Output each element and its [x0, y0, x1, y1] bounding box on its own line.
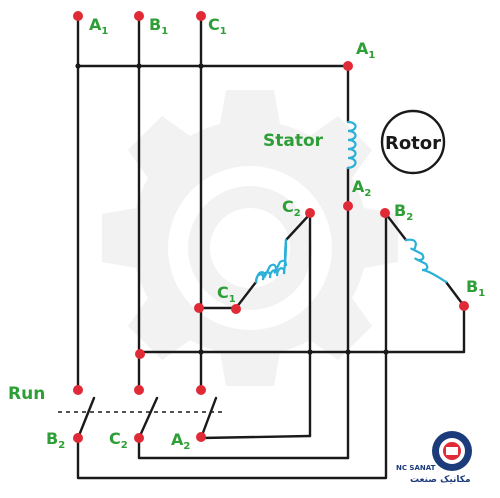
terminal-top-a1 [73, 11, 83, 21]
coil-c [254, 238, 288, 284]
coil-c-loops [254, 238, 288, 284]
terminal-stator-c2 [305, 208, 315, 218]
terminal-switch-bot-b2 [73, 433, 83, 443]
terminal-stator-b1 [459, 301, 469, 311]
wire-return-c2 [137, 436, 350, 460]
label-stator-c2: C2 [282, 197, 301, 219]
logo-text-fa: مکانیک صنعت [410, 475, 471, 485]
terminal-top-c1 [196, 11, 206, 21]
label-switch-c2: C2 [109, 429, 128, 451]
brand-logo: NC SANAT مکانیک صنعت [396, 431, 472, 485]
junction-top-a [75, 63, 81, 69]
junction-mid-a [345, 349, 351, 355]
terminal-stator-b2 [380, 208, 390, 218]
wire-return-b2 [76, 350, 388, 480]
wire-return-a2 [199, 434, 312, 440]
junctions [75, 63, 389, 355]
logo-text-en: NC SANAT [396, 464, 436, 472]
coil-a [346, 120, 357, 170]
terminal-stator-a2 [343, 201, 353, 211]
rotor-circle [380, 109, 446, 175]
junction-mid-c2 [307, 349, 313, 355]
wire-b2-diag-upper [384, 212, 408, 242]
terminal-stator-c1 [231, 304, 241, 314]
label-top-b: B1 [149, 15, 168, 37]
label-stator-a2: A2 [352, 177, 371, 199]
label-stator-a1: A1 [356, 39, 375, 61]
switch-blade-b [137, 396, 159, 440]
terminal-switch-top-c [196, 385, 206, 395]
switch-blade-a [76, 396, 96, 440]
terminals [73, 11, 469, 443]
label-top-c: C1 [208, 15, 227, 37]
terminal-top-b1 [134, 11, 144, 21]
terminal-switch-bot-a2 [196, 432, 206, 442]
junction-top-c [198, 63, 204, 69]
terminal-mid-b [135, 349, 145, 359]
label-top-a: A1 [89, 15, 108, 37]
label-stator-b1: B1 [466, 277, 485, 299]
run-label: Run [8, 384, 45, 404]
terminal-switch-bot-c2 [134, 433, 144, 443]
stator-label: Stator [263, 131, 324, 151]
coils [254, 120, 448, 284]
junction-mid-c [198, 349, 204, 355]
labels: A1 B1 C1 A1 A2 B2 B1 C2 C1 Stator Run B2… [8, 15, 485, 452]
label-switch-b2: B2 [46, 429, 65, 451]
coil-b [404, 238, 448, 284]
rotor-label: Rotor [385, 133, 441, 154]
junction-mid-b2 [383, 349, 389, 355]
wire-c2-diag [284, 212, 312, 242]
label-stator-b2: B2 [394, 201, 413, 223]
label-stator-c1: C1 [217, 283, 236, 305]
watermark-gear [102, 90, 398, 386]
switch-blade-c [199, 396, 218, 440]
wire-c1-diag [234, 280, 258, 310]
terminal-stator-c1-left [194, 303, 204, 313]
wires [58, 16, 466, 480]
label-switch-a2: A2 [171, 430, 190, 452]
terminal-stator-a1 [343, 61, 353, 71]
terminal-switch-top-b [134, 385, 144, 395]
junction-top-b [136, 63, 142, 69]
terminal-switch-top-a [73, 385, 83, 395]
